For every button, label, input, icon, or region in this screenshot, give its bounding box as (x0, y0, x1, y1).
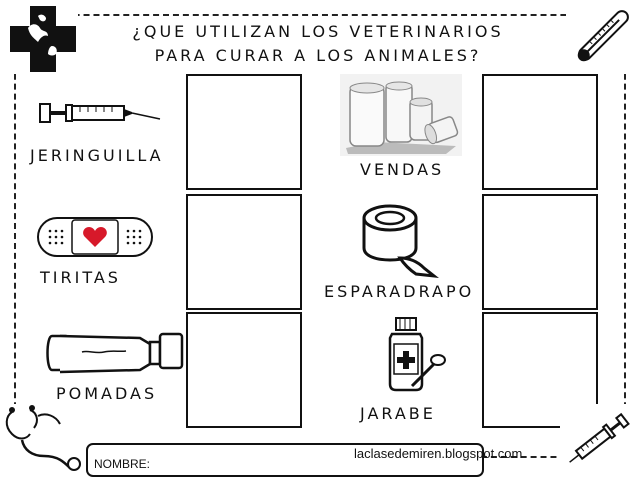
answer-box-vendas[interactable] (482, 74, 598, 190)
item-label-tiritas: TIRITAS (40, 268, 121, 287)
answer-box-tiritas[interactable] (186, 194, 302, 310)
syrup-bottle-icon (388, 317, 446, 392)
tape-roll-icon (362, 204, 439, 279)
answer-box-pomadas[interactable] (186, 312, 302, 428)
syringe-icon (39, 103, 161, 123)
page-title: ¿QUE UTILIZAN LOS VETERINARIOS PARA CURA… (118, 20, 518, 68)
item-label-jarabe: JARABE (360, 404, 436, 423)
vet-cross-logo-icon (8, 4, 78, 74)
ointment-tube-icon (46, 332, 184, 374)
name-label: NOMBRE: (94, 457, 151, 471)
bandage-rolls-icon (340, 74, 462, 156)
answer-box-jeringuilla[interactable] (186, 74, 302, 190)
item-label-pomadas: POMADAS (56, 384, 158, 403)
answer-box-esparadrapo[interactable] (482, 194, 598, 310)
item-label-jeringuilla: JERINGUILLA (30, 146, 164, 165)
title-line-1: ¿QUE UTILIZAN LOS VETERINARIOS (132, 22, 504, 41)
title-line-2: PARA CURAR A LOS ANIMALES? (154, 46, 482, 65)
syringe-icon (560, 404, 636, 476)
name-field[interactable]: NOMBRE: (86, 443, 484, 477)
website-credit: laclasedemiren.blogspot.com (354, 446, 523, 461)
item-label-esparadrapo: ESPARADRAPO (324, 282, 475, 301)
stethoscope-icon (0, 404, 86, 479)
item-label-vendas: VENDAS (360, 160, 445, 179)
thermometer-icon (566, 4, 634, 74)
adhesive-bandage-icon (37, 217, 153, 257)
